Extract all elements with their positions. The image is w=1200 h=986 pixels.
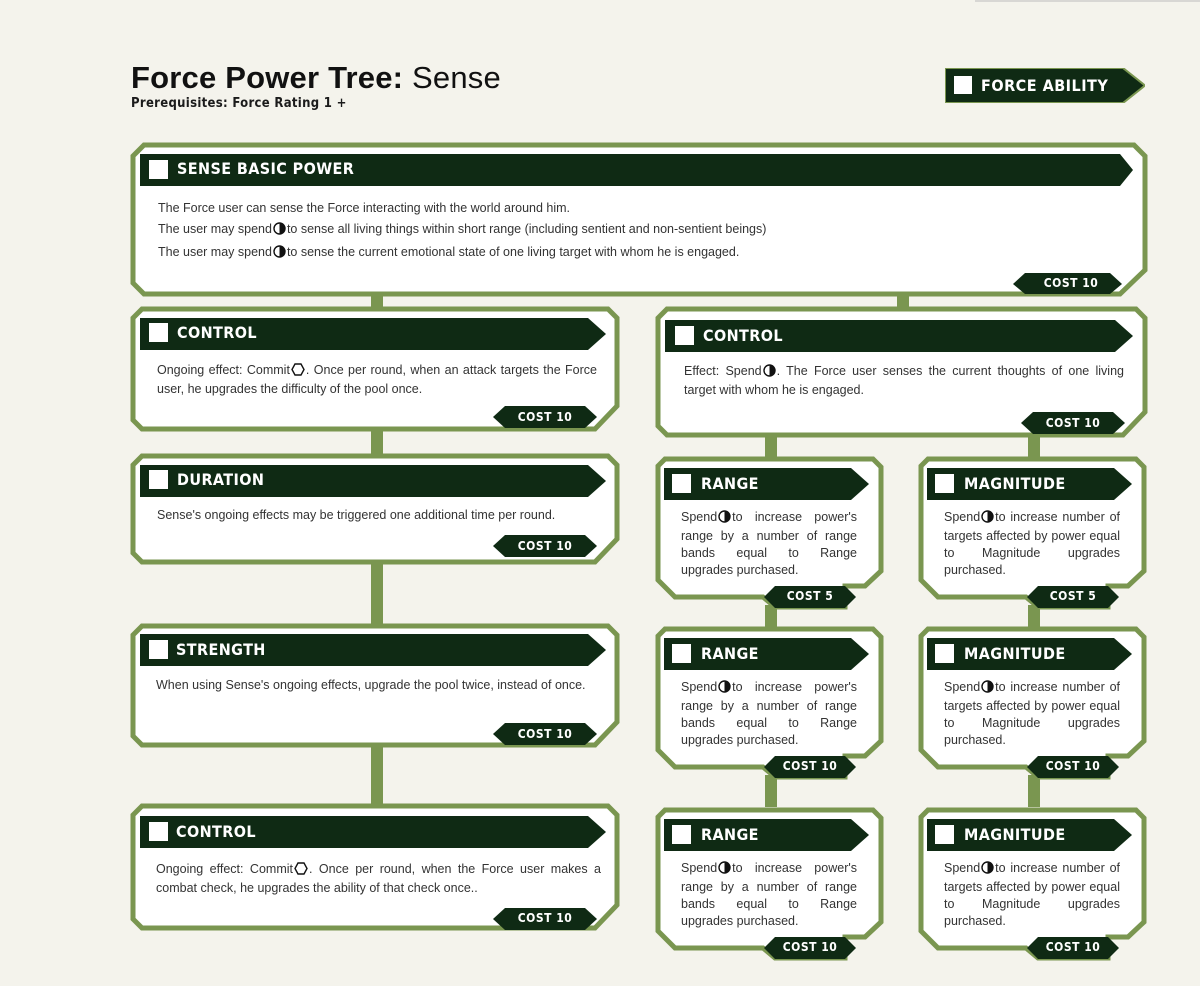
cost-badge: COST 5 [786, 589, 834, 603]
card-text: The Force user can sense the Force inter… [158, 198, 1118, 265]
checkbox-icon [149, 323, 168, 342]
cost-badge: COST 10 [1045, 940, 1101, 954]
card-control-thoughts: CONTROL Effect: Spend. The Force user se… [655, 306, 1148, 438]
cost-badge: COST 10 [517, 727, 573, 741]
card-duration: DURATION Sense's ongoing effects may be … [130, 453, 620, 565]
force-point-icon [981, 680, 994, 698]
force-point-icon [718, 861, 731, 879]
force-point-icon [273, 244, 286, 265]
card-frame [655, 626, 884, 780]
cost-badge: COST 5 [1049, 589, 1097, 603]
card-title: RANGE [701, 644, 759, 663]
card-title: CONTROL [176, 822, 256, 841]
cost-badge: COST 10 [517, 539, 573, 553]
checkbox-icon [672, 474, 691, 493]
force-point-icon [718, 680, 731, 698]
card-title: RANGE [701, 474, 759, 493]
card-title: SENSE BASIC POWER [177, 159, 355, 178]
card-frame [918, 456, 1147, 610]
card-title: CONTROL [703, 326, 783, 345]
card-frame [655, 807, 884, 961]
card-sense-basic-power: SENSE BASIC POWER The Force user can sen… [130, 142, 1148, 297]
checkbox-icon [935, 644, 954, 663]
card-text: Sense's ongoing effects may be triggered… [157, 508, 556, 522]
card-title: CONTROL [177, 323, 257, 342]
card-frame [130, 306, 620, 432]
commit-icon [294, 862, 308, 880]
card-title: RANGE [701, 825, 759, 844]
cost-badge: COST 10 [1045, 759, 1101, 773]
force-point-icon [718, 510, 731, 528]
force-point-icon [981, 861, 994, 879]
card-control-defense: CONTROL Ongoing effect: Commit. Once per… [130, 306, 620, 432]
checkbox-icon [672, 825, 691, 844]
checkbox-icon [149, 470, 168, 489]
force-point-icon [273, 221, 286, 242]
page-title: Force Power Tree: Sense [131, 60, 501, 95]
card-frame [918, 626, 1147, 780]
card-title: MAGNITUDE [964, 474, 1066, 493]
card-title: DURATION [177, 470, 265, 489]
checkbox-icon [935, 825, 954, 844]
force-point-icon [762, 364, 776, 382]
force-point-icon [981, 510, 994, 528]
card-frame [130, 453, 620, 565]
card-text: Ongoing effect: Commit. Once per round, … [156, 862, 601, 895]
card-text: Ongoing effect: Commit. Once per round, … [157, 363, 597, 396]
cost-badge: COST 10 [517, 911, 573, 925]
cost-badge: COST 10 [517, 410, 573, 424]
card-title: MAGNITUDE [964, 825, 1066, 844]
checkbox-icon [954, 76, 972, 94]
card-frame [655, 456, 884, 610]
card-strength: STRENGTH When using Sense's ongoing effe… [130, 623, 620, 748]
card-title: STRENGTH [176, 640, 266, 659]
card-frame [655, 306, 1148, 438]
commit-icon [291, 363, 305, 381]
checkbox-icon [149, 160, 168, 179]
cost-badge: COST 10 [1045, 416, 1101, 430]
card-text: Effect: Spend. The Force user senses the… [684, 364, 1124, 397]
card-control-combat: CONTROL Ongoing effect: Commit. Once per… [130, 803, 620, 931]
cost-badge: COST 10 [782, 759, 838, 773]
card-frame [918, 807, 1147, 961]
checkbox-icon [149, 640, 168, 659]
card-title: MAGNITUDE [964, 644, 1066, 663]
card-frame [130, 142, 1148, 297]
checkbox-icon [149, 822, 168, 841]
cost-badge: COST 10 [1043, 276, 1099, 290]
checkbox-icon [935, 474, 954, 493]
card-text: When using Sense's ongoing effects, upgr… [156, 678, 586, 692]
checkbox-icon [675, 326, 694, 345]
card-frame [130, 803, 620, 931]
card-frame [130, 623, 620, 748]
cost-badge: COST 10 [782, 940, 838, 954]
checkbox-icon [672, 644, 691, 663]
force-ability-tag: FORCE ABILITY [945, 68, 1145, 103]
tree-connectors [371, 284, 1040, 807]
prerequisites-text: Prerequisites: Force Rating 1 + [131, 96, 347, 111]
